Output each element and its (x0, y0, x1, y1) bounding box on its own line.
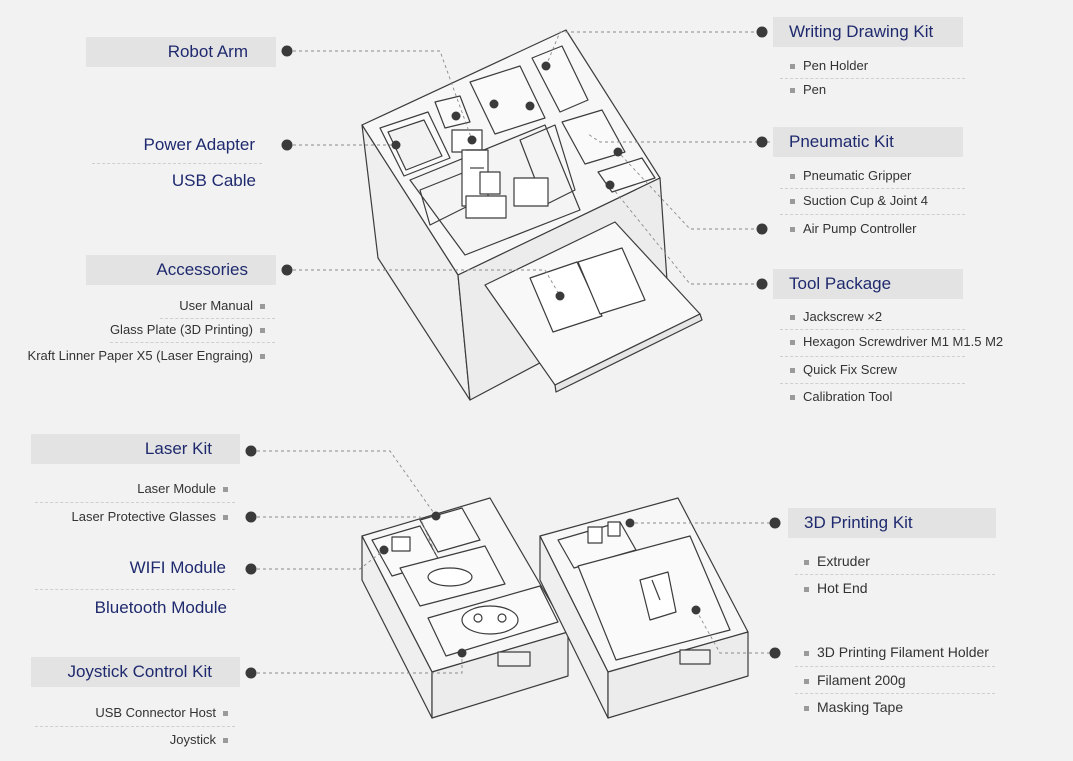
tool-package-heading: Tool Package (773, 269, 963, 299)
marker-robot-arm (281, 45, 293, 57)
marker-air-pump-controller (756, 223, 768, 235)
printing-box-illustration (539, 497, 749, 719)
laser-kit-item: Laser Protective Glasses (30, 508, 228, 526)
main-box-illustration (361, 29, 703, 401)
robot-arm-heading: Robot Arm (86, 37, 276, 67)
printing-kit-item: Masking Tape (804, 698, 903, 716)
usb-cable-label: USB Cable (171, 171, 256, 190)
writing-kit-item: Pen (790, 81, 826, 99)
printing-kit-item: Hot End (804, 579, 868, 597)
marker-pneumatic-kit (756, 136, 768, 148)
marker-laser-kit (245, 445, 257, 457)
wifi-module-label: WIFI Module (129, 558, 226, 577)
tool-package-item: Calibration Tool (790, 388, 892, 406)
tool-package-item: Jackscrew ×2 (790, 308, 882, 326)
writing-drawing-kit-heading: Writing Drawing Kit (773, 17, 963, 47)
leader-lines (257, 31, 770, 674)
marker-power-adapter (281, 139, 293, 151)
bluetooth-module-label: Bluetooth Module (94, 598, 227, 617)
joystick-kit-item: Joystick (30, 731, 228, 749)
accessories-item: User Manual (30, 297, 265, 315)
tool-package-item: Hexagon Screwdriver M1 M1.5 M2 (790, 333, 1003, 351)
marker-laser-glasses (245, 511, 257, 523)
laser-kit-heading: Laser Kit (31, 434, 240, 464)
marker-wifi-module (245, 563, 257, 575)
marker-tool-package (756, 278, 768, 290)
accessories-item: Kraft Linner Paper X5 (Laser Engraing) (10, 347, 265, 365)
marker-filament-holder (769, 647, 781, 659)
pneumatic-kit-item: Suction Cup & Joint 4 (790, 192, 928, 210)
printing-kit-item: 3D Printing Filament Holder (804, 643, 989, 661)
joystick-kit-item: USB Connector Host (30, 704, 228, 722)
laser-box-illustration (361, 497, 569, 719)
printing-kit-item: Extruder (804, 552, 870, 570)
joystick-control-kit-heading: Joystick Control Kit (31, 657, 240, 687)
printing-kit-item: Filament 200g (804, 671, 906, 689)
marker-writing-drawing-kit (756, 26, 768, 38)
accessories-heading: Accessories (86, 255, 276, 285)
marker-joystick-kit (245, 667, 257, 679)
pneumatic-kit-heading: Pneumatic Kit (773, 127, 963, 157)
laser-kit-item: Laser Module (30, 480, 228, 498)
writing-kit-item: Pen Holder (790, 57, 868, 75)
pneumatic-kit-item: Pneumatic Gripper (790, 167, 911, 185)
callout-markers (245, 26, 781, 679)
pneumatic-kit-item: Air Pump Controller (790, 220, 916, 238)
power-adapter-label: Power Adapter (143, 135, 255, 154)
marker-accessories (281, 264, 293, 276)
3d-printing-kit-heading: 3D Printing Kit (788, 508, 996, 538)
marker-3d-printing-kit (769, 517, 781, 529)
tool-package-item: Quick Fix Screw (790, 361, 897, 379)
accessories-item: Glass Plate (3D Printing) (30, 321, 265, 339)
